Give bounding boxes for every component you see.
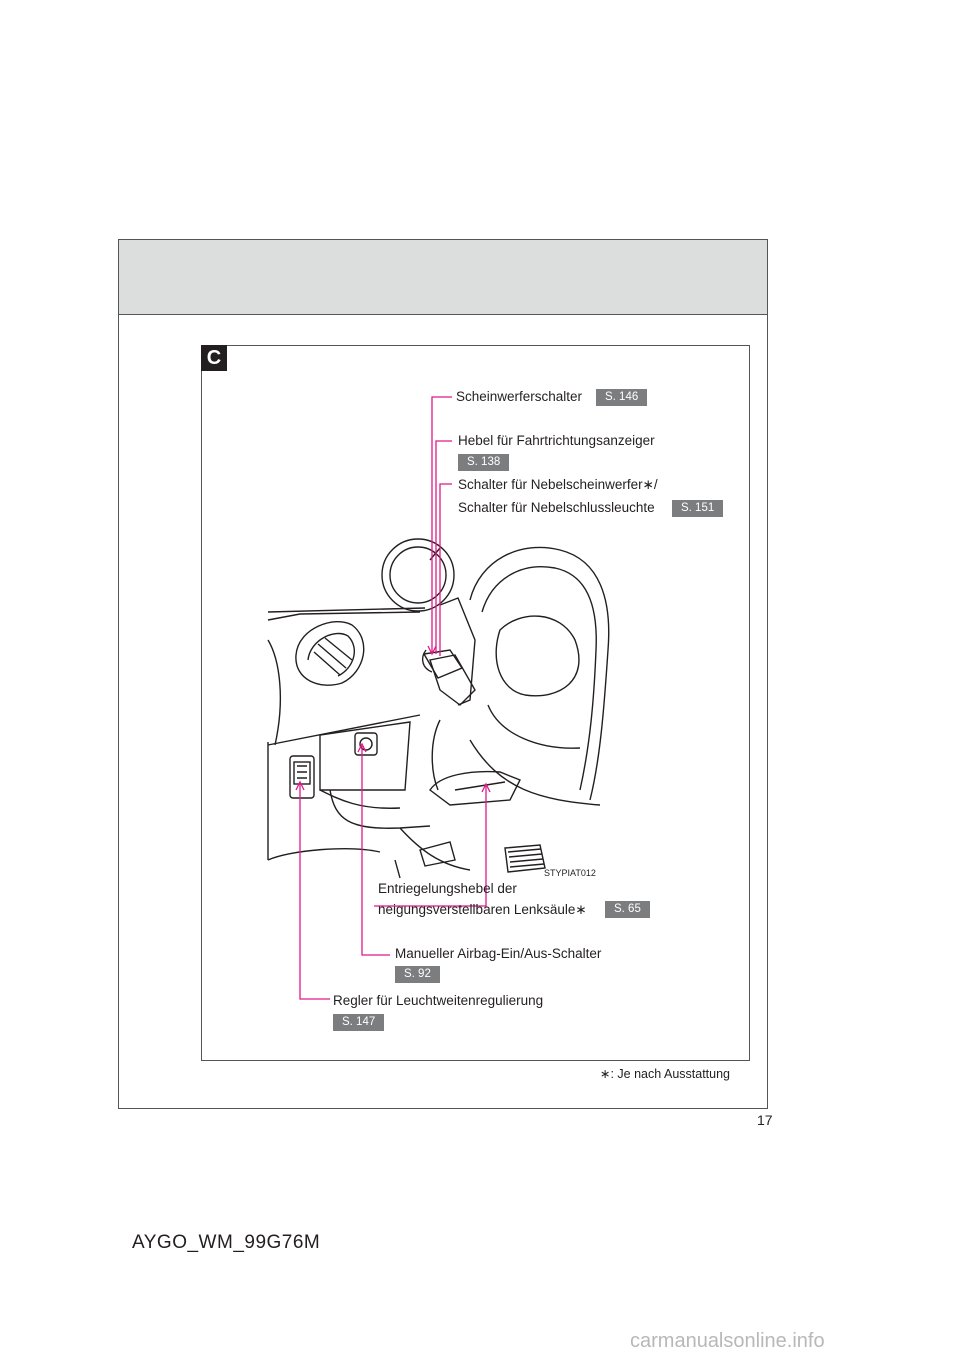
document-code: AYGO_WM_99G76M (132, 1232, 321, 1253)
turn-signal-label: Hebel für Fahrtrichtungsanzeiger (458, 433, 655, 448)
illustration-box: C (201, 345, 750, 1061)
combination-switch-lever (422, 649, 464, 679)
page-number: 17 (757, 1112, 773, 1128)
callout-line-headlight (431, 396, 452, 652)
callout-line-steering (374, 786, 487, 907)
watermark: carmanualsonline.info (630, 1330, 825, 1352)
headlight-switch-label: Scheinwerferschalter (456, 389, 583, 404)
tilt-lever-label-line1: Entriegelungshebel der (378, 881, 517, 896)
airbag-switch (359, 737, 373, 751)
tilt-lever-ref[interactable]: S. 65 (605, 901, 650, 918)
callout-line-leveling (299, 784, 330, 1000)
leveling-knob-panel (289, 755, 315, 799)
floor-vent (504, 844, 546, 873)
turn-signal-ref[interactable]: S. 138 (458, 454, 510, 471)
fog-light-label-line2: Schalter für Nebelschlussleuchte (458, 500, 655, 515)
callout-line-turn (435, 440, 452, 654)
tilt-lever (429, 770, 521, 806)
airbag-switch-label: Manueller Airbag-Ein/Aus-Schalter (395, 946, 602, 961)
page-frame: C (118, 239, 768, 1109)
fog-light-label-line1: Schalter für Nebelscheinwerfer∗/ (458, 477, 658, 492)
section-tag: C (201, 345, 227, 371)
headlight-switch-ref[interactable]: S. 146 (596, 389, 648, 406)
leveling-ref[interactable]: S. 147 (333, 1014, 385, 1031)
callout-line-airbag (361, 746, 390, 956)
instrument-gauge (381, 538, 455, 612)
header-band (119, 240, 767, 315)
steering-wheel (469, 546, 610, 801)
leveling-label: Regler für Leuchtweitenregulierung (333, 993, 544, 1008)
tilt-lever-label-line2: neigungsverstellbaren Lenksäule∗ (378, 902, 587, 917)
airbag-switch-ref[interactable]: S. 92 (395, 966, 440, 983)
equipment-footnote: ∗: Je nach Ausstattung (600, 1067, 730, 1081)
callout-line-fog (439, 483, 452, 656)
callout-lines (295, 396, 491, 1000)
fog-light-ref[interactable]: S. 151 (672, 500, 724, 517)
air-vent (295, 620, 365, 686)
image-code: STYPIAT012 (544, 868, 596, 878)
dashboard-drawing (267, 538, 610, 879)
